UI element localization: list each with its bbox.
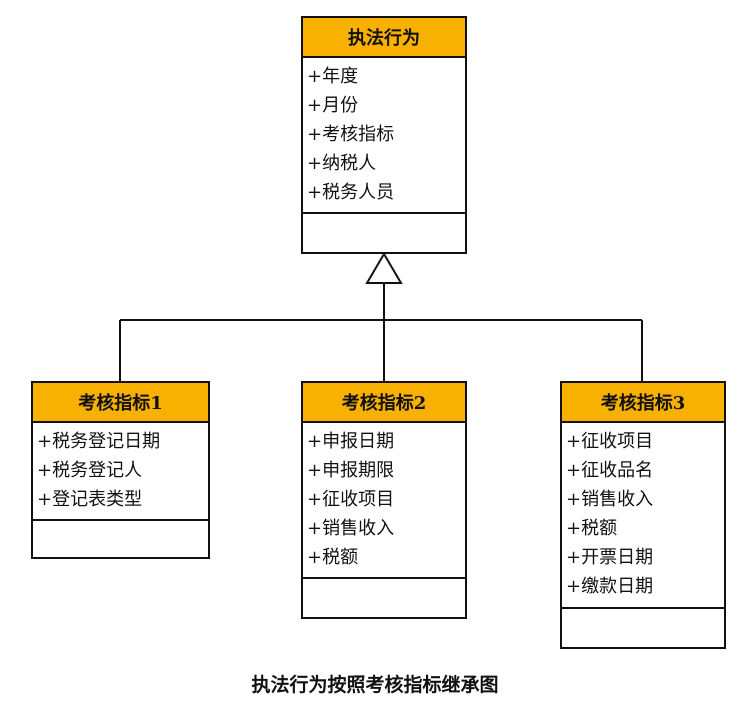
attribute-item: +销售收入 [566,489,654,510]
parent-class-attributes: +年度 +月份 +考核指标 +纳税人 +税务人员 [303,58,465,214]
attribute-item: +税额 [566,518,618,539]
parent-class-name: 执法行为 [303,18,465,58]
attribute-item: +缴款日期 [566,576,654,597]
attribute-item: +考核指标 [307,124,395,145]
child-class-name: 考核指标3 [562,383,724,423]
parent-class-box: 执法行为 +年度 +月份 +考核指标 +纳税人 +税务人员 [301,16,467,254]
attribute-item: +税额 [307,547,359,568]
attribute-item: +销售收入 [307,518,395,539]
child-class-name: 考核指标1 [33,383,208,423]
diagram-caption: 执法行为按照考核指标继承图 [251,674,499,696]
attribute-item: +征收项目 [566,431,654,452]
attribute-item: +纳税人 [307,153,377,174]
child-class-name: 考核指标2 [303,383,465,423]
attribute-item: +申报日期 [307,431,395,452]
child-class-box-1: 考核指标1 +税务登记日期 +税务登记人 +登记表类型 [31,381,210,559]
child-class-box-2: 考核指标2 +申报日期 +申报期限 +征收项目 +销售收入 +税额 [301,381,467,619]
attribute-item: +登记表类型 [37,489,143,510]
child-class-box-3: 考核指标3 +征收项目 +征收品名 +销售收入 +税额 +开票日期 +缴款日期 [560,381,726,649]
generalization-arrow-icon [365,252,403,284]
child-class-attributes: +申报日期 +申报期限 +征收项目 +销售收入 +税额 [303,423,465,579]
attribute-item: +税务登记日期 [37,431,161,452]
attribute-item: +月份 [307,95,359,116]
attribute-item: +征收品名 [566,460,654,481]
child-class-attributes: +税务登记日期 +税务登记人 +登记表类型 [33,423,208,521]
attribute-item: +征收项目 [307,489,395,510]
attribute-item: +申报期限 [307,460,395,481]
child-class-attributes: +征收项目 +征收品名 +销售收入 +税额 +开票日期 +缴款日期 [562,423,724,609]
attribute-item: +开票日期 [566,547,654,568]
attribute-item: +税务登记人 [37,460,143,481]
attribute-item: +税务人员 [307,182,395,203]
attribute-item: +年度 [307,66,359,87]
